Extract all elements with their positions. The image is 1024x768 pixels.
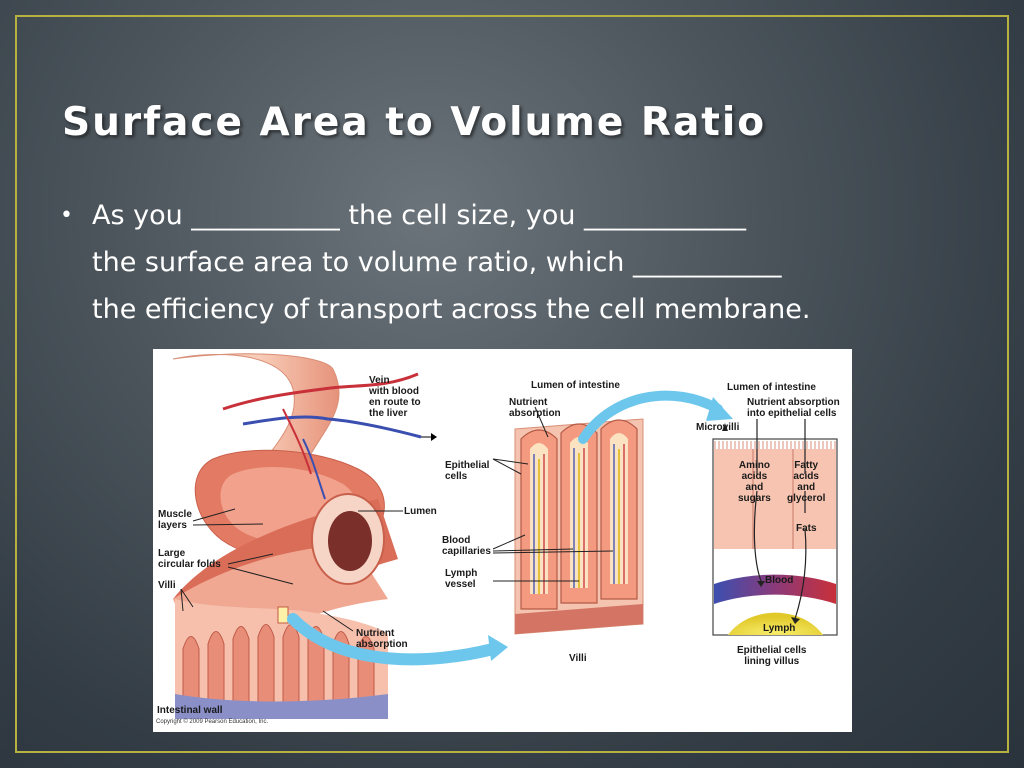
flow-arrow-2: [578, 390, 723, 444]
intestine-tube: [172, 353, 437, 719]
label-lymph: Lymph: [763, 623, 796, 634]
copyright-notice: Copyright © 2009 Pearson Education, Inc.: [156, 719, 269, 725]
bullet-list: • As you ___________ the cell size, you …: [60, 192, 960, 333]
intestine-illustration: [172, 353, 838, 719]
label-fatty-acids: Fatty acids and glycerol: [787, 460, 826, 504]
label-lumen-of-intestine-mid: Lumen of intestine: [531, 380, 620, 391]
bullet-item: • As you ___________ the cell size, you …: [60, 192, 960, 333]
label-vein: Vein with blood en route to the liver: [369, 375, 421, 419]
label-epithelial-cells: Epithelial cells: [445, 460, 490, 482]
epithelial-panel: [712, 419, 838, 636]
label-blood: Blood: [765, 575, 794, 586]
label-amino-acids: Amino acids and sugars: [738, 460, 771, 504]
label-villi-left: Villi: [158, 580, 176, 591]
label-villi-mid: Villi: [569, 653, 587, 664]
label-lumen: Lumen: [404, 506, 437, 517]
leader-lines: [180, 406, 614, 632]
label-lumen-of-intestine-right: Lumen of intestine: [727, 382, 816, 393]
label-lymph-vessel: Lymph vessel: [445, 568, 478, 590]
label-intestinal-wall: Intestinal wall: [157, 705, 223, 716]
label-nutrient-absorption-epithelial: Nutrient absorption into epithelial cell…: [747, 397, 840, 419]
label-circular-folds: Large circular folds: [158, 548, 221, 570]
villi-block: [514, 418, 644, 635]
label-nutrient-absorption-mid: Nutrient absorption: [509, 397, 561, 419]
bullet-line-2: the surface area to volume ratio, which …: [92, 247, 782, 278]
intestine-diagram: Vein with blood en route to the liver Lu…: [153, 349, 852, 732]
label-muscle-layers: Muscle layers: [158, 509, 192, 531]
label-nutrient-absorption-bottom: Nutrient absorption: [356, 628, 408, 650]
label-fats: Fats: [796, 523, 817, 534]
label-microvilli: Microvilli: [696, 422, 740, 433]
label-epithelial-cells-lining: Epithelial cells lining villus: [737, 645, 807, 667]
bullet-marker: •: [60, 203, 73, 228]
bullet-line-1: As you ___________ the cell size, you __…: [92, 200, 747, 231]
bullet-line-3: the efficiency of transport across the c…: [92, 294, 811, 325]
label-blood-capillaries: Blood capillaries: [442, 535, 491, 557]
flow-arrow-1: [287, 613, 499, 666]
slide-frame: [15, 15, 1009, 753]
slide-title: Surface Area to Volume Ratio: [62, 100, 767, 145]
